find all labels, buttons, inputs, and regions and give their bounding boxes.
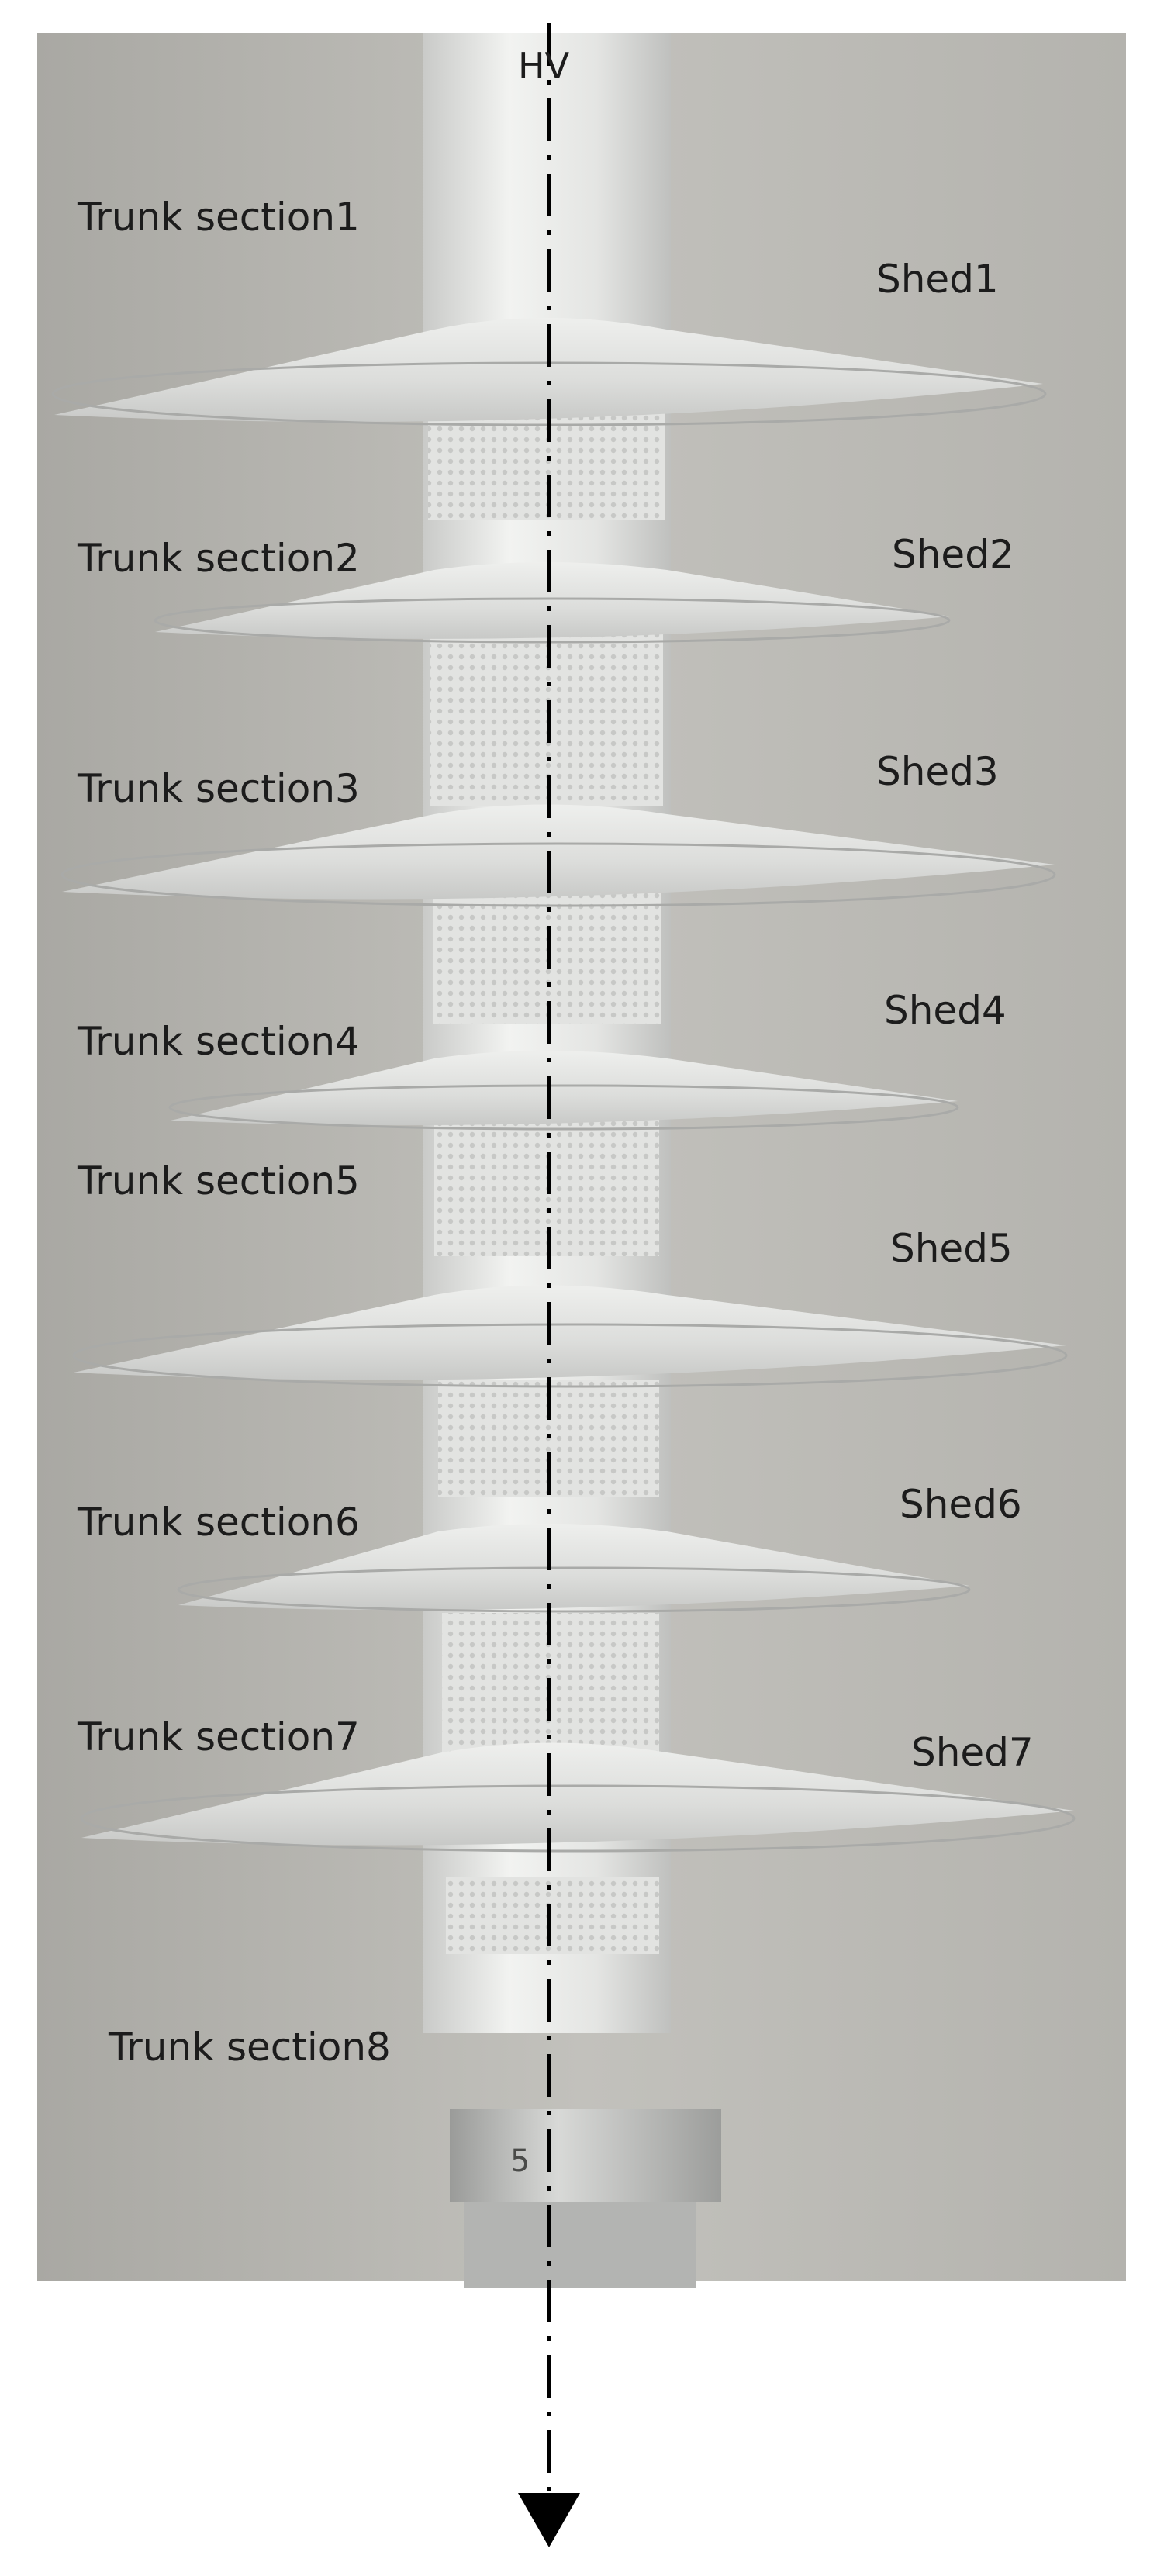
axis-label-hv: HV [518, 45, 570, 87]
shed-disk-5 [72, 1285, 1068, 1388]
trunk-section-label-4: Trunk section4 [78, 1019, 360, 1064]
trunk-section-label-2: Trunk section2 [78, 536, 360, 581]
end-fitting: 5 [450, 2109, 721, 2288]
shed-disk-7 [80, 1742, 1076, 1853]
axis-arrow-icon [518, 2493, 580, 2547]
shed-disk-2 [154, 562, 951, 644]
base-marking: 5 [510, 2143, 530, 2179]
shed-label-6: Shed6 [900, 1482, 1022, 1527]
shed-label-2: Shed2 [892, 532, 1014, 577]
shed-disk-6 [177, 1524, 971, 1613]
trunk-section-label-6: Trunk section6 [78, 1500, 360, 1545]
shed-label-5: Shed5 [890, 1226, 1013, 1271]
shed-disk-4 [168, 1051, 959, 1131]
trunk-section-label-1: Trunk section1 [78, 195, 360, 240]
shed-label-4: Shed4 [884, 988, 1007, 1033]
trunk-section-label-8: Trunk section8 [109, 2025, 391, 2070]
sheds [51, 318, 1076, 1853]
trunk-section-label-3: Trunk section3 [78, 766, 360, 811]
trunk-section-label-7: Trunk section7 [78, 1714, 360, 1759]
shed-label-7: Shed7 [911, 1730, 1034, 1775]
shed-disk-3 [60, 804, 1056, 907]
shed-label-1: Shed1 [876, 257, 999, 302]
trunk-section-label-5: Trunk section5 [78, 1159, 360, 1203]
shed-label-3: Shed3 [876, 749, 999, 794]
